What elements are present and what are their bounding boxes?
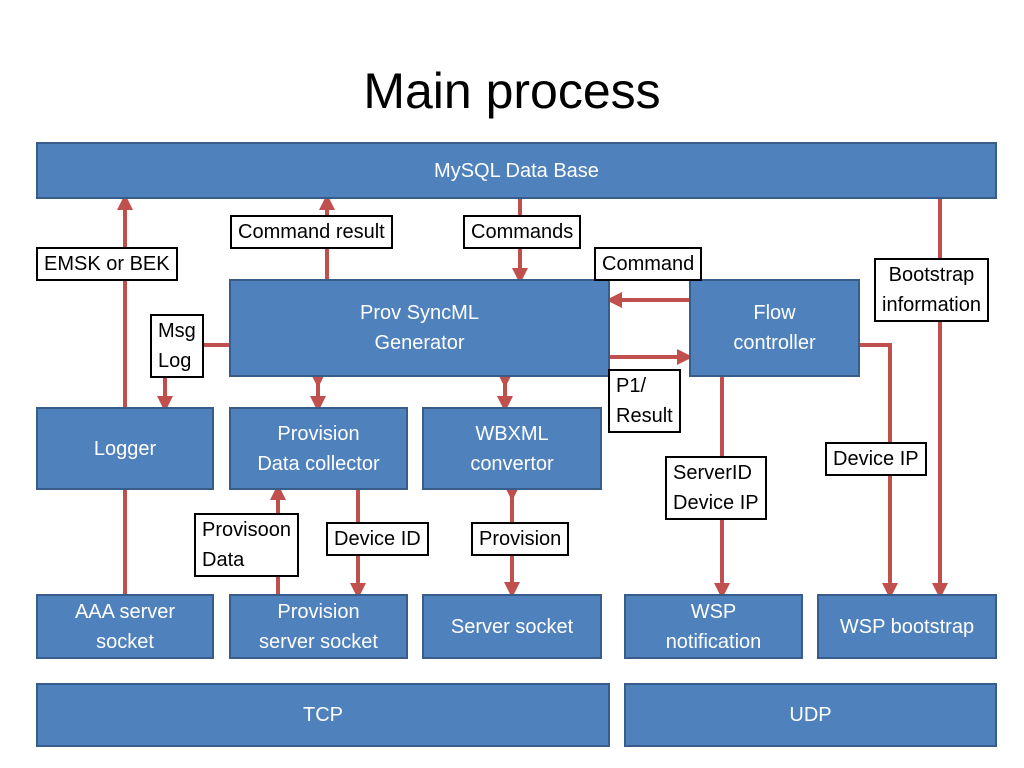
wbxml-label-line1: WBXML <box>475 422 549 445</box>
wsp-notification-box: WSP notification <box>624 594 803 659</box>
logger-label: Logger <box>93 437 157 460</box>
prov-syncml-label-line2: Generator <box>374 332 465 354</box>
tcp-box: TCP <box>36 683 610 747</box>
provisoon-data-label: Provisoon Data <box>194 513 299 577</box>
arrow-flow-to-bootstrap <box>859 343 898 599</box>
provision-collector-label-line2: Data collector <box>257 452 380 475</box>
p1-result-label: P1/ Result <box>608 369 681 433</box>
device-id-label: Device ID <box>326 522 429 556</box>
device-id-text: Device ID <box>334 528 421 550</box>
flow-controller-label-line2: controller <box>733 332 816 354</box>
provision-socket-label-line2: server socket <box>259 630 378 653</box>
wsp-notification-label-line1: WSP <box>690 600 737 623</box>
serverid-line2: Device IP <box>673 492 759 514</box>
mysql-database-label: MySQL Data Base <box>434 159 599 182</box>
aaa-socket-label-line2: socket <box>96 630 154 653</box>
msg-log-line2: Log <box>158 350 192 372</box>
flow-controller-label-line1: Flow <box>753 302 796 324</box>
provisoon-data-line2: Data <box>202 549 245 571</box>
provision-server-socket-box: Provision server socket <box>229 594 408 659</box>
device-ip-label: Device IP <box>825 442 927 476</box>
udp-box: UDP <box>624 683 997 747</box>
serverid-line1: ServerID <box>673 462 752 484</box>
bootstrap-info-line2: information <box>882 294 981 316</box>
wsp-notification-label-line2: notification <box>665 630 762 653</box>
p1-result-line2: Result <box>616 405 673 427</box>
provision-label: Provision <box>471 522 570 556</box>
wbxml-label-line2: convertor <box>470 452 554 475</box>
device-ip-text: Device IP <box>833 448 919 470</box>
page-title: Main process <box>363 63 661 119</box>
msg-log-label: Msg Log <box>150 314 204 378</box>
commands-text: Commands <box>471 221 574 243</box>
commands-label: Commands <box>463 215 582 249</box>
p1-result-line1: P1/ <box>616 375 647 397</box>
flow-controller-box: Flow controller <box>689 279 860 377</box>
server-socket-box: Server socket <box>422 594 602 659</box>
mysql-database-box: MySQL Data Base <box>36 142 997 199</box>
logger-box: Logger <box>36 407 214 490</box>
udp-label: UDP <box>789 704 832 726</box>
command-result-text: Command result <box>238 221 385 243</box>
bootstrap-info-line1: Bootstrap <box>888 264 975 286</box>
msg-log-line1: Msg <box>158 320 196 342</box>
aaa-server-socket-box: AAA server socket <box>36 594 214 659</box>
provision-data-collector-box: Provision Data collector <box>229 407 408 490</box>
aaa-socket-label-line1: AAA server <box>74 600 176 623</box>
command-text: Command <box>602 253 695 275</box>
prov-syncml-label-line1: Prov SyncML <box>360 302 479 324</box>
tcp-label: TCP <box>303 704 343 726</box>
wsp-bootstrap-label: WSP bootstrap <box>839 615 975 638</box>
provisoon-data-line1: Provisoon <box>202 519 291 541</box>
provision-socket-label-line1: Provision <box>277 600 360 623</box>
wsp-bootstrap-box: WSP bootstrap <box>817 594 997 659</box>
provision-text: Provision <box>479 528 562 550</box>
prov-syncml-generator-box: Prov SyncML Generator <box>229 279 610 377</box>
emsk-text: EMSK or BEK <box>44 253 170 275</box>
serverid-device-ip-label: ServerID Device IP <box>665 456 767 520</box>
command-label: Command <box>594 247 703 281</box>
server-socket-label: Server socket <box>450 615 574 638</box>
provision-collector-label-line1: Provision <box>277 422 360 445</box>
bootstrap-information-label: Bootstrap information <box>874 258 989 322</box>
wbxml-convertor-box: WBXML convertor <box>422 407 602 490</box>
command-result-label: Command result <box>230 215 393 249</box>
emsk-or-bek-label: EMSK or BEK <box>36 247 178 281</box>
